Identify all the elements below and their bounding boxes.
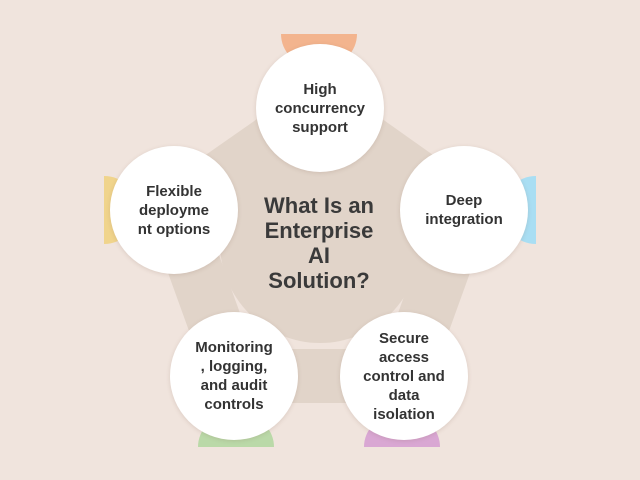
step-04-circle: Monitoring , logging, and audit controls (170, 312, 298, 440)
center-disc (220, 143, 420, 343)
step-03-circle: Secure access control and data isolation (340, 312, 468, 440)
step-03-label: Secure access control and data isolation (363, 329, 445, 423)
step-01-circle: High concurrency support (256, 44, 384, 172)
diagram-title: What Is an Enterprise AI Solution? (263, 193, 374, 293)
step-02-label: Deep integration (425, 192, 503, 228)
step-01-label: High concurrency support (274, 80, 366, 136)
center-hub: What Is an Enterprise AI Solution? (229, 168, 409, 318)
step-04-label: Monitoring , logging, and audit controls (195, 339, 273, 413)
step-05-label: Flexible deployme nt options (137, 182, 211, 238)
step-02-circle: Deep integration (400, 146, 528, 274)
step-05-circle: Flexible deployme nt options (110, 146, 238, 274)
